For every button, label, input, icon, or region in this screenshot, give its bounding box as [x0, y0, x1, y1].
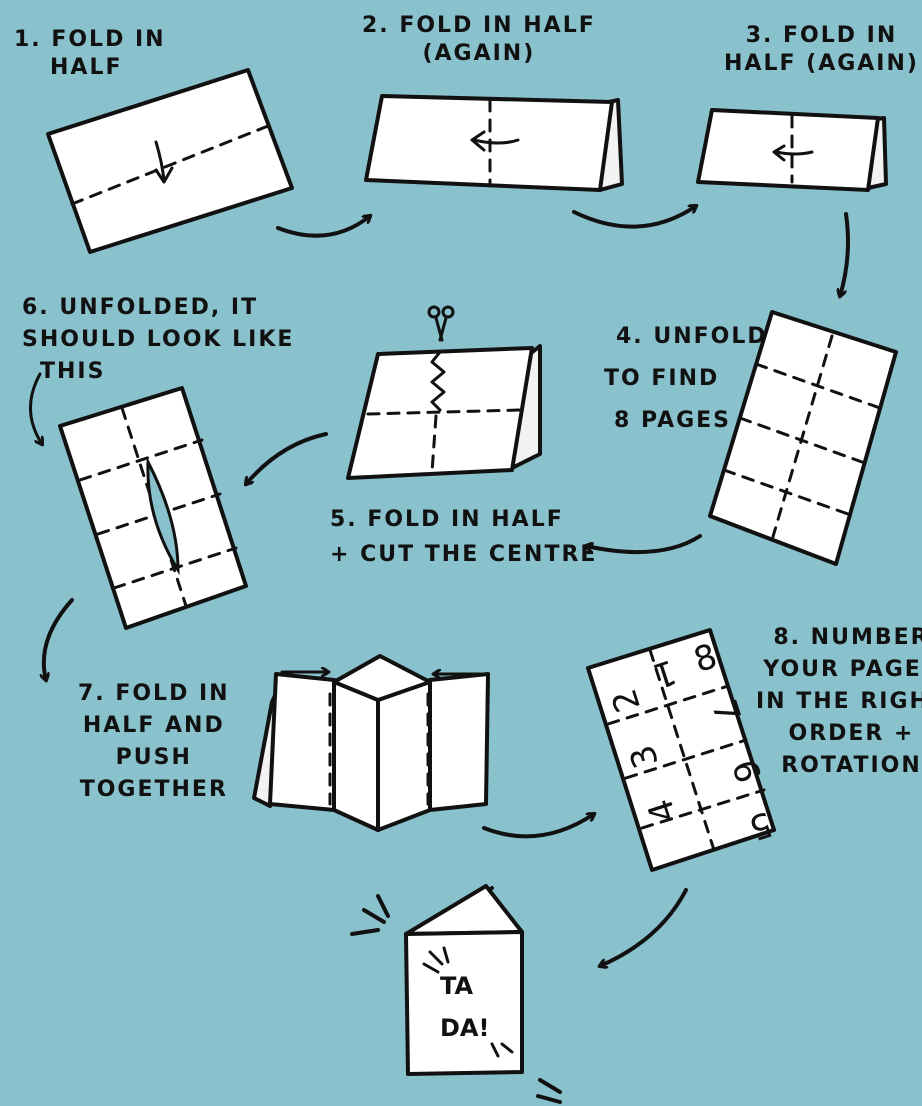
step-2-line-1: 2. Fold in half: [362, 12, 596, 40]
step-8-line-3: in the right: [756, 686, 922, 718]
step-4-line-1: 4. Unfold: [604, 316, 768, 358]
step-3-label: 3. Fold in half (again): [724, 22, 919, 77]
step-1-line-1: 1. Fold in: [14, 26, 166, 54]
step-2-line-2: (again): [362, 40, 596, 68]
arrow-2-to-3: [574, 206, 696, 227]
step-6-paper: [60, 388, 246, 628]
zine-text-line2: DA!: [440, 1014, 489, 1042]
step-5-label: 5. Fold in half + cut the centre: [330, 502, 597, 572]
step-6-line-1: 6. Unfolded, it: [22, 292, 294, 324]
scissors-icon: [429, 307, 453, 340]
step-8-line-4: order +: [756, 718, 922, 750]
step-6-line-2: should look like: [22, 324, 294, 356]
arrow-6-to-7: [44, 600, 72, 680]
step-4-line-3: 8 pages: [604, 400, 768, 442]
arrow-3-to-4: [840, 214, 848, 296]
step-2-label: 2. Fold in half (again): [362, 12, 596, 67]
arrow-4-to-5: [586, 536, 700, 552]
zine-text-line1: TA: [440, 972, 474, 1000]
finished-zine: TA DA!: [406, 886, 522, 1074]
step-1-line-2: Half: [14, 54, 166, 82]
step-3-line-1: 3. Fold in: [724, 22, 919, 50]
arrow-8-to-zine: [600, 890, 686, 966]
step-8-line-2: your pages: [756, 654, 922, 686]
step-6-line-3: this: [22, 356, 294, 388]
step-7-line-3: push: [78, 742, 230, 774]
step-5-line-2: + cut the centre: [330, 537, 597, 572]
step-5-paper: [348, 346, 540, 478]
step-8-line-5: rotation: [756, 750, 922, 782]
arrow-1-to-2: [278, 216, 370, 236]
step-8-label: 8. Number your pages in the right order …: [756, 622, 922, 781]
step-7-line-2: half and: [78, 710, 230, 742]
step-4-line-2: to find: [604, 358, 768, 400]
step-7-line-4: together: [78, 774, 230, 806]
step-1-paper: [48, 70, 292, 252]
step-7-label: 7. Fold in half and push together: [78, 678, 230, 806]
step-8-line-1: 8. Number: [756, 622, 922, 654]
arrow-5-to-6: [246, 434, 326, 484]
step-6-label: 6. Unfolded, it should look like this: [22, 292, 294, 388]
step-5-line-1: 5. Fold in half: [330, 502, 597, 537]
step-1-label: 1. Fold in Half: [14, 26, 166, 81]
arrow-7-to-8: [484, 814, 594, 836]
step-3-paper: [698, 110, 886, 190]
step-3-line-2: half (again): [724, 50, 919, 78]
step-7-line-1: 7. Fold in: [78, 678, 230, 710]
step-7-paper: [254, 656, 488, 830]
step-4-label: 4. Unfold to find 8 pages: [604, 316, 768, 441]
step-2-paper: [366, 96, 622, 190]
